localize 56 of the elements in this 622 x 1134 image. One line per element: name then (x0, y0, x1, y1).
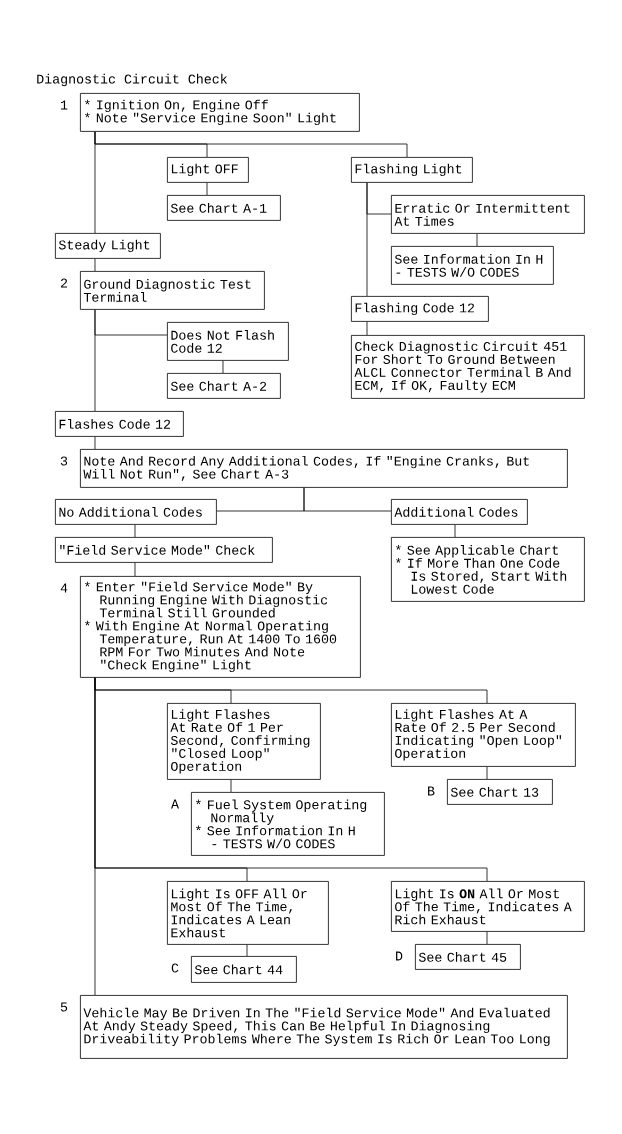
connector-line (94, 258, 96, 272)
flowchart-box: Flashing Code 12 (351, 296, 489, 322)
flowchart-box: Flashing Light (351, 157, 473, 183)
connector-line (134, 524, 136, 538)
step-label: D (396, 951, 403, 961)
flowchart-box: Light OFF (167, 157, 249, 183)
connector-line (94, 309, 96, 412)
flowchart-box: See Chart 13 (447, 779, 553, 805)
step-label: C (171, 963, 179, 973)
connector-line (222, 360, 224, 374)
connector-line (476, 233, 478, 247)
step-label: 4 (60, 583, 68, 593)
connector-line (206, 182, 208, 196)
connector-line (366, 321, 368, 336)
flowchart-box: Light Is ON All Or Most Of The Time, Indicates A Rich Exhaust (391, 881, 585, 932)
flowchart-box: * See Applicable Chart * If More Than One Code Is Stored, Start With Lowest Code (391, 537, 585, 602)
connector-line (230, 779, 232, 793)
step-label: 1 (60, 100, 68, 110)
flowchart-box: "Field Service Mode" Check (55, 537, 273, 563)
step-label: 3 (60, 456, 68, 466)
flowchart-box: See Chart A-2 (167, 373, 281, 399)
diagram-title: Diagnostic Circuit Check (37, 73, 228, 87)
flowchart-box: Vehicle May Be Driven In The "Field Service Mode" And Evaluated At Andy Steady Speed, This Can Be Helpful In Diagnosing Driveability Problems Where The System Is Rich Or Lean Too Long (80, 995, 568, 1059)
connector-line (366, 182, 368, 297)
flowchart-box: Additional Codes (391, 499, 528, 525)
connector-line (94, 131, 96, 234)
connector-line (246, 944, 248, 957)
connector-line (454, 524, 456, 538)
flowchart-box: Flashes Code 12 (55, 411, 184, 437)
flowchart-box: Note And Record Any Additional Codes, If "Engine Cranks, But Will Not Run", See Chart A-3 (80, 449, 568, 488)
connector-line (94, 436, 96, 450)
step-label: A (171, 799, 179, 809)
flowchart-box: See Chart 44 (191, 956, 297, 983)
connector-line (303, 487, 392, 512)
flowchart-box: Ground Diagnostic Test Terminal (80, 271, 265, 310)
flowchart-box: See Information In H - TESTS W/O CODES (391, 246, 554, 285)
connector-line (486, 931, 488, 945)
step-label: 5 (60, 1002, 68, 1012)
flowchart-box: * Ignition On, Engine Off * Note "Service Engine Soon" Light (80, 93, 360, 132)
step-label: 2 (60, 278, 68, 288)
flowchart-box: Does Not Flash Code 12 (167, 322, 289, 361)
flowchart-box: * Enter "Field Service Mode" By Running Engine With Diagnostic Terminal Still Grounded * With Engine At Normal Operating Temperature, Run At 1400 To 1600 RPM For Two Minutes And Note "Check Engine" Light (80, 576, 361, 678)
flowchart-box: Light Is OFF All Or Most Of The Time, Indicates A Lean Exhaust (167, 881, 329, 945)
flowchart-box: Steady Light (55, 233, 161, 259)
flowchart-box: * Fuel System Operating Normally * See Information In H - TESTS W/O CODES (191, 792, 385, 856)
flowchart-box: See Chart A-1 (167, 195, 281, 221)
flowchart-box: Light Flashes At A Rate Of 2.5 Per Second Indicating "Open Loop" Operation (391, 703, 576, 767)
step-label: B (428, 786, 435, 796)
flowchart-box: See Chart 45 (415, 944, 521, 970)
flowchart-box: Erratic Or Intermittent At Times (391, 195, 585, 234)
connector-line (486, 766, 488, 780)
connector-line (94, 677, 96, 996)
flowchart-box: No Additional Codes (55, 499, 217, 525)
connector-line (134, 562, 136, 577)
flowchart-box: Light Flashes At Rate Of 1 Per Second, Confirming "Closed Loop" Operation (167, 703, 321, 780)
flowchart-box: Check Diagnostic Circuit 451 For Short To Ground Between ALCL Connector Terminal B And ECM, If OK, Faulty ECM (351, 335, 585, 399)
